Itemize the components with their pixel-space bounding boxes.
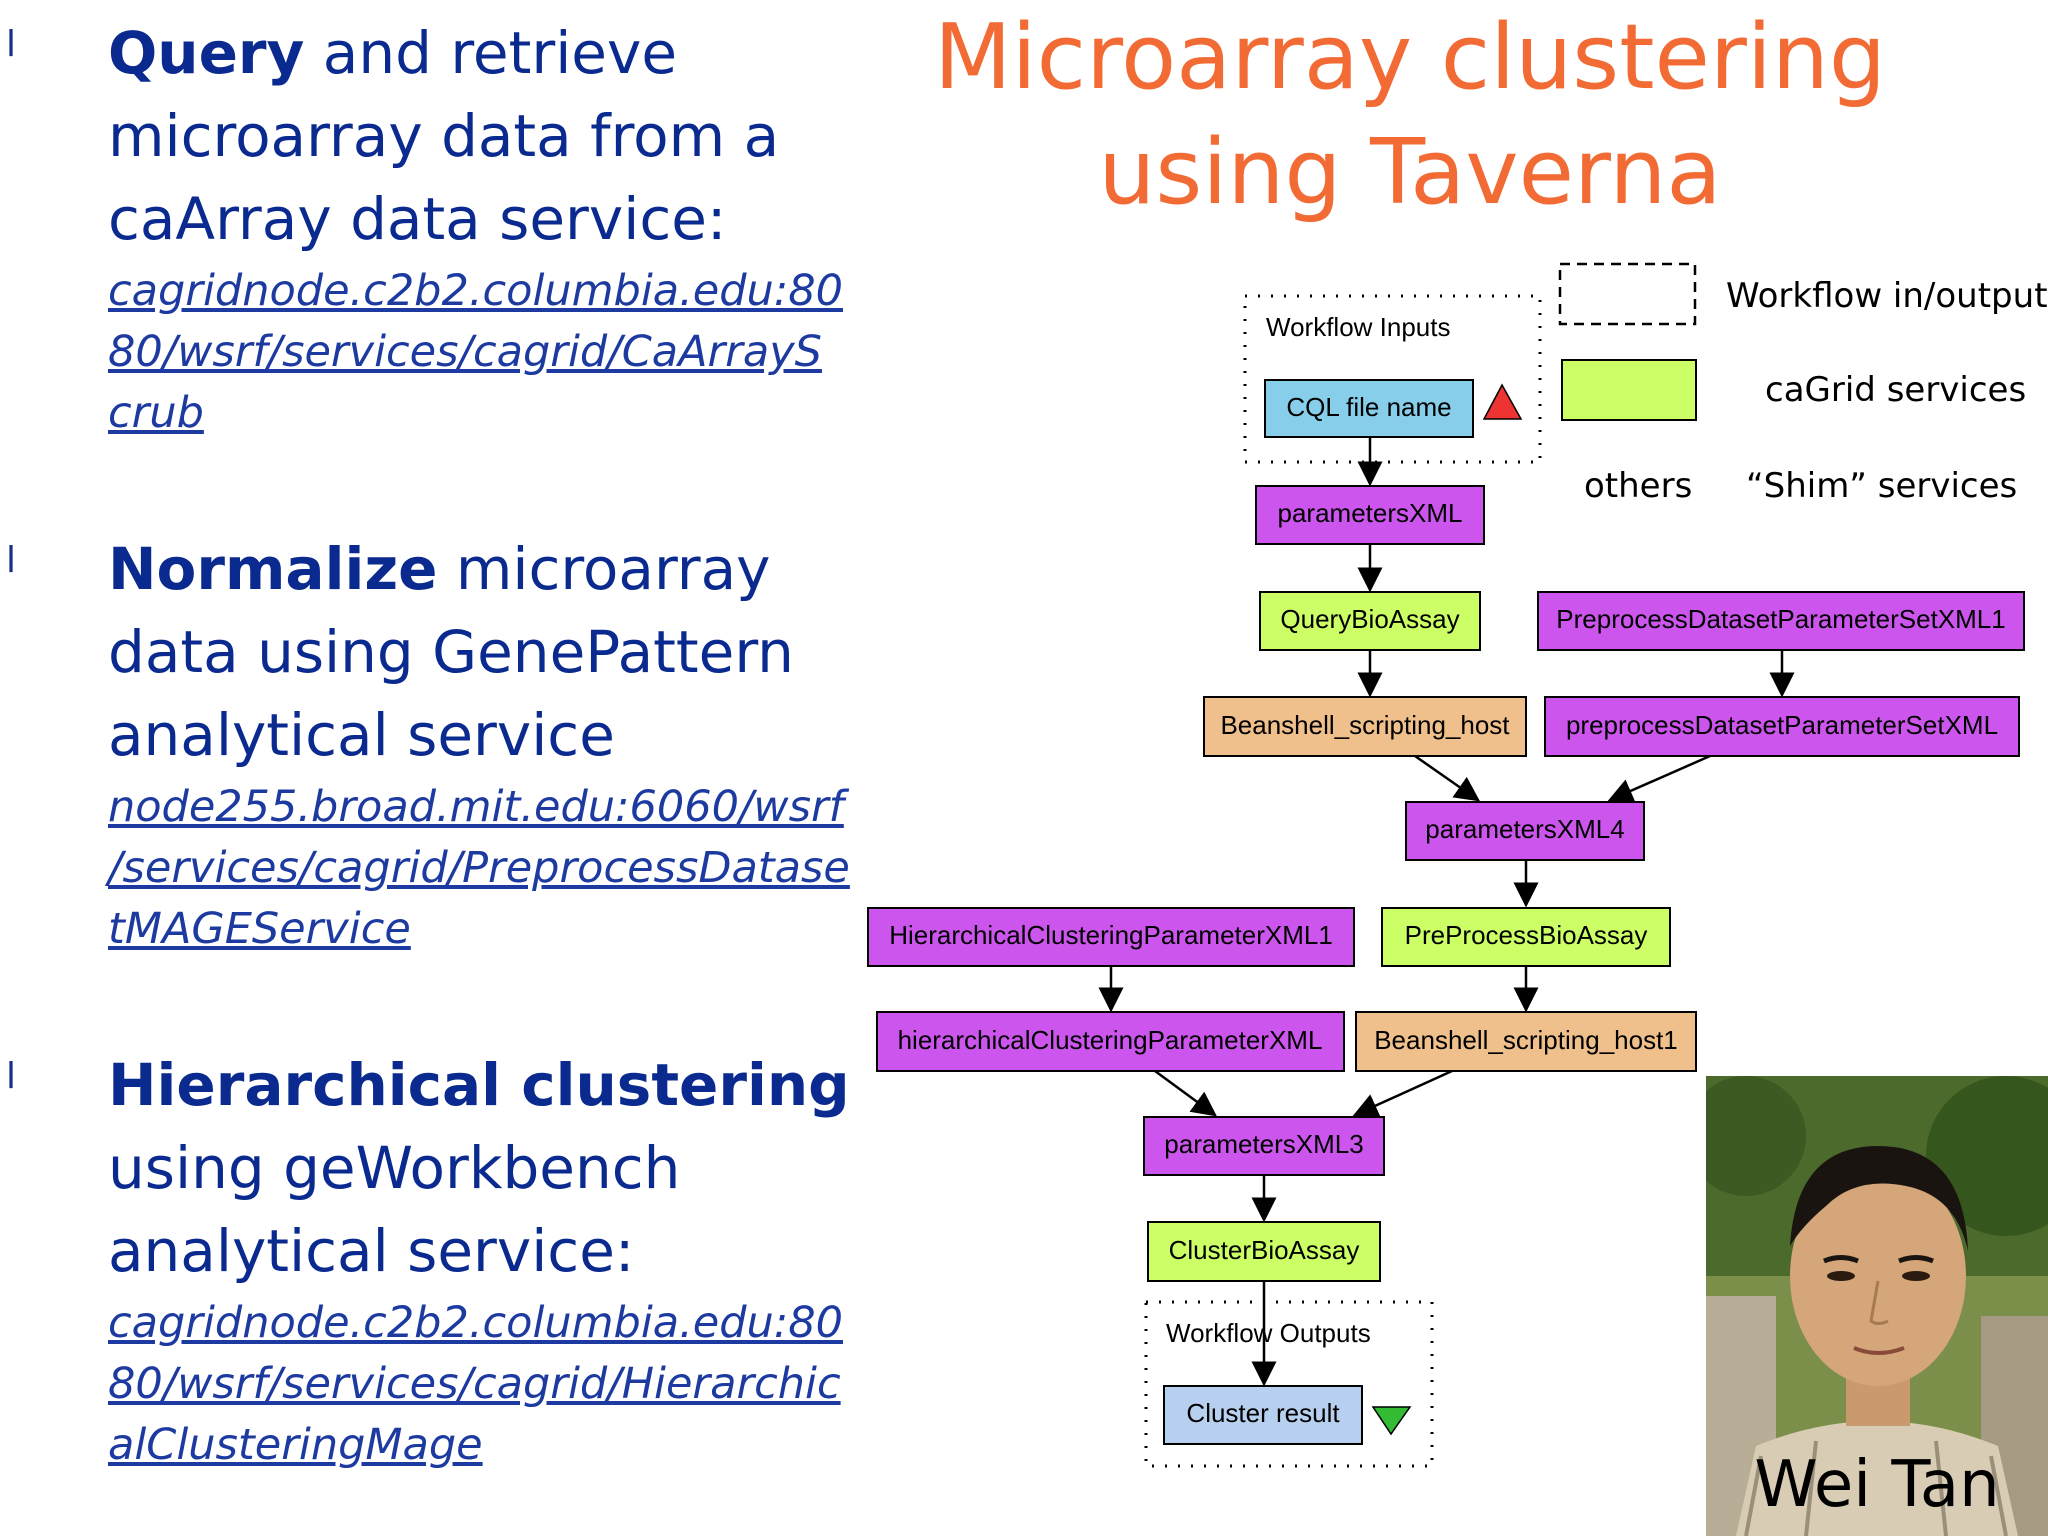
bullet-query: Query and retrieve microarray data from … xyxy=(108,12,908,444)
presenter-photo: Wei Tan xyxy=(1706,1076,2048,1536)
service-link-line[interactable]: alClusteringMage xyxy=(108,1420,483,1470)
bullet-marker-1: l xyxy=(6,24,17,65)
legend-cagrid-swatch xyxy=(1561,359,1697,421)
bullet-line: data using GenePattern xyxy=(108,618,794,686)
node-QueryBioAssay xyxy=(1259,591,1481,651)
service-link-line[interactable]: crub xyxy=(108,388,204,438)
bullet-headline: Hierarchical clustering xyxy=(108,1044,908,1127)
bullet-bold: Normalize xyxy=(108,535,438,603)
node-cql-file-name-label: CQL file name xyxy=(1286,392,1451,422)
bullet-headline: Normalize microarray xyxy=(108,528,908,611)
input-triangle-icon xyxy=(1482,383,1523,420)
service-link-line[interactable]: 80/wsrf/services/cagrid/Hierarchic xyxy=(108,1359,841,1409)
node-hierarchicalClusteringParameterXML-label: hierarchicalClusteringParameterXML xyxy=(898,1025,1323,1055)
bullet-bold: Hierarchical clustering xyxy=(108,1051,850,1119)
legend-shim-label: “Shim” services xyxy=(1746,466,2017,506)
bullet-line: analytical service: xyxy=(108,1217,635,1285)
node-hierarchicalClusteringParameterXML xyxy=(876,1011,1345,1072)
workflow-inputs-label: Workflow Inputs xyxy=(1266,312,1450,342)
output-triangle-icon xyxy=(1371,1406,1412,1436)
bullet-line: using geWorkbench xyxy=(108,1134,681,1202)
bullet-headline: Query and retrieve xyxy=(108,12,908,95)
bullet-marker-3: l xyxy=(6,1056,17,1097)
node-parametersXML4 xyxy=(1405,801,1645,861)
service-link-line[interactable]: tMAGEService xyxy=(108,904,411,954)
bullet-line: caArray data service: xyxy=(108,185,727,253)
node-cql-file-name xyxy=(1264,379,1474,438)
node-Beanshell_scripting_host1-label: Beanshell_scripting_host1 xyxy=(1374,1025,1678,1055)
node-ClusterBioAssay xyxy=(1147,1221,1381,1282)
legend-others-label: others xyxy=(1584,466,1692,506)
node-parametersXML-label: parametersXML xyxy=(1278,498,1463,528)
node-ClusterBioAssay-label: ClusterBioAssay xyxy=(1169,1235,1360,1265)
legend-io-swatch xyxy=(1558,262,1697,326)
service-link-line[interactable]: cagridnode.c2b2.columbia.edu:80 xyxy=(108,266,844,316)
bullet-line: microarray data from a xyxy=(108,102,780,170)
node-parametersXML4-label: parametersXML4 xyxy=(1425,814,1624,844)
node-cluster-result-label: Cluster result xyxy=(1186,1398,1340,1428)
node-cluster-result xyxy=(1163,1385,1363,1445)
node-PreprocessDatasetParameterSetXML1-label: PreprocessDatasetParameterSetXML1 xyxy=(1556,604,2005,634)
service-link-line[interactable]: /services/cagrid/PreprocessDatase xyxy=(108,843,850,893)
node-parametersXML3 xyxy=(1143,1116,1385,1176)
workflow-outputs-group xyxy=(1144,1300,1434,1468)
node-parametersXML xyxy=(1255,485,1485,545)
bullet-clustering: Hierarchical clustering using geWorkbenc… xyxy=(108,1044,908,1476)
legend-io-label: Workflow in/output xyxy=(1726,276,2048,316)
bullet-bold: Query xyxy=(108,19,305,87)
presenter-name: Wei Tan xyxy=(1754,1448,2000,1522)
node-parametersXML3-label: parametersXML3 xyxy=(1164,1129,1363,1159)
bullet-rest: microarray xyxy=(437,535,771,603)
workflow-outputs-label: Workflow Outputs xyxy=(1166,1318,1371,1348)
node-Beanshell_scripting_host1 xyxy=(1355,1011,1697,1072)
bullet-normalize: Normalize microarray data using GenePatt… xyxy=(108,528,908,960)
node-Beanshell_scripting_host xyxy=(1203,696,1527,757)
node-QueryBioAssay-label: QueryBioAssay xyxy=(1280,604,1459,634)
node-preprocessDatasetParameterSetXML xyxy=(1544,696,2020,757)
title-line-1: Microarray clustering xyxy=(933,5,1887,110)
edge-beanshell1-params3 xyxy=(1352,1069,1453,1118)
edge-beanshell-params4 xyxy=(1414,754,1481,802)
node-HierarchicalClusteringParameterXML1-label: HierarchicalClusteringParameterXML1 xyxy=(889,920,1333,950)
node-Beanshell_scripting_host-label: Beanshell_scripting_host xyxy=(1220,710,1510,740)
bullet-line: analytical service xyxy=(108,701,615,769)
node-PreProcessBioAssay-label: PreProcessBioAssay xyxy=(1405,920,1648,950)
bullet-marker-2: l xyxy=(6,540,17,581)
service-link-line[interactable]: node255.broad.mit.edu:6060/wsrf xyxy=(108,782,844,832)
node-PreprocessDatasetParameterSetXML1 xyxy=(1537,591,2025,651)
node-PreProcessBioAssay xyxy=(1381,907,1671,967)
slide-title: Microarray clustering using Taverna xyxy=(880,0,1940,230)
service-link-line[interactable]: 80/wsrf/services/cagrid/CaArrayS xyxy=(108,327,822,377)
workflow-edges xyxy=(1098,437,1795,1387)
portrait-image xyxy=(1706,1076,2048,1536)
edge-preset-params4 xyxy=(1607,754,1711,803)
node-HierarchicalClusteringParameterXML1 xyxy=(867,907,1355,967)
edge-hier-params3 xyxy=(1154,1069,1218,1117)
service-link-line[interactable]: cagridnode.c2b2.columbia.edu:80 xyxy=(108,1298,844,1348)
title-line-2: using Taverna xyxy=(1098,120,1722,225)
bullet-rest: and retrieve xyxy=(304,19,677,87)
legend-cagrid-label: caGrid services xyxy=(1765,370,2026,410)
node-preprocessDatasetParameterSetXML-label: preprocessDatasetParameterSetXML xyxy=(1566,710,1998,740)
workflow-inputs-group xyxy=(1243,294,1542,464)
